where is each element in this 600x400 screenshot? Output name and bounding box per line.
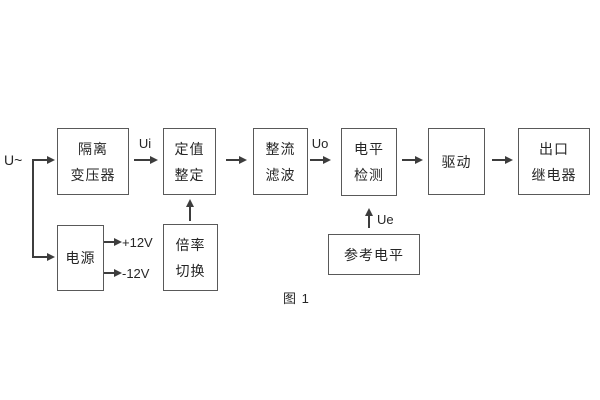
arrow-plus12v-line — [104, 241, 114, 243]
signal-uo-label: Uo — [311, 136, 329, 151]
arrow-ratio-to-setting-line — [189, 206, 191, 221]
block-output-relay-line1: 出口 — [539, 140, 569, 157]
block-drive-label: 驱动 — [441, 153, 472, 170]
arrow-detect-to-drive-line — [402, 159, 415, 161]
block-ratio-switch-line2: 切换 — [175, 262, 206, 279]
input-voltage-label: U~ — [4, 152, 23, 168]
signal-plus12v-label: +12V — [122, 235, 153, 250]
block-output-relay-line2: 继电器 — [531, 166, 577, 183]
arrow-ratio-to-setting-head-icon — [186, 199, 194, 207]
block-output-relay: 出口 继电器 — [518, 128, 590, 195]
arrow-drive-to-relay-line — [492, 159, 505, 161]
arrow-ue-head-icon — [365, 208, 373, 216]
arrow-uo-line — [310, 159, 323, 161]
arrow-detect-to-drive-head-icon — [415, 156, 423, 164]
arrow-into-power-icon — [47, 253, 55, 261]
arrow-into-transformer-icon — [47, 156, 55, 164]
block-isolation-transformer-line2: 变压器 — [70, 166, 116, 183]
signal-ui-label: Ui — [138, 136, 152, 151]
block-power-supply: 电源 — [57, 225, 104, 291]
arrow-drive-to-relay-head-icon — [505, 156, 513, 164]
input-to-transformer-line — [32, 159, 47, 161]
block-setting-adjust-line2: 整定 — [174, 166, 205, 183]
signal-ue-label: Ue — [377, 212, 394, 227]
arrow-setting-to-rectifier-head-icon — [239, 156, 247, 164]
arrow-ue-line — [368, 215, 370, 228]
block-drive: 驱动 — [428, 128, 485, 195]
arrow-ui-head-icon — [150, 156, 158, 164]
arrow-minus12v-head-icon — [114, 269, 122, 277]
signal-minus12v-label: -12V — [122, 266, 150, 281]
block-setting-adjust-line1: 定值 — [174, 140, 205, 157]
arrow-plus12v-head-icon — [114, 238, 122, 246]
block-reference-level: 参考电平 — [328, 234, 420, 275]
block-rectifier-filter-line1: 整流 — [265, 140, 296, 157]
arrow-minus12v-line — [104, 272, 114, 274]
arrow-uo-head-icon — [323, 156, 331, 164]
block-power-supply-label: 电源 — [65, 250, 96, 266]
block-ratio-switch-line1: 倍率 — [175, 236, 206, 253]
block-rectifier-filter-line2: 滤波 — [265, 166, 296, 183]
input-branch-vertical-line — [32, 159, 34, 258]
block-ratio-switch: 倍率 切换 — [163, 224, 218, 291]
arrow-ui-line — [134, 159, 150, 161]
figure-caption: 图 1 — [283, 291, 310, 306]
block-reference-level-label: 参考电平 — [344, 246, 404, 263]
block-isolation-transformer: 隔离 变压器 — [57, 128, 129, 195]
block-isolation-transformer-line1: 隔离 — [78, 140, 108, 157]
block-level-detect-line2: 检测 — [354, 167, 384, 183]
block-rectifier-filter: 整流 滤波 — [253, 128, 308, 195]
input-to-power-line — [32, 256, 47, 258]
block-level-detect: 电平 检测 — [341, 128, 397, 196]
block-level-detect-line1: 电平 — [354, 141, 384, 157]
block-setting-adjust: 定值 整定 — [163, 128, 216, 195]
arrow-setting-to-rectifier-line — [226, 159, 239, 161]
